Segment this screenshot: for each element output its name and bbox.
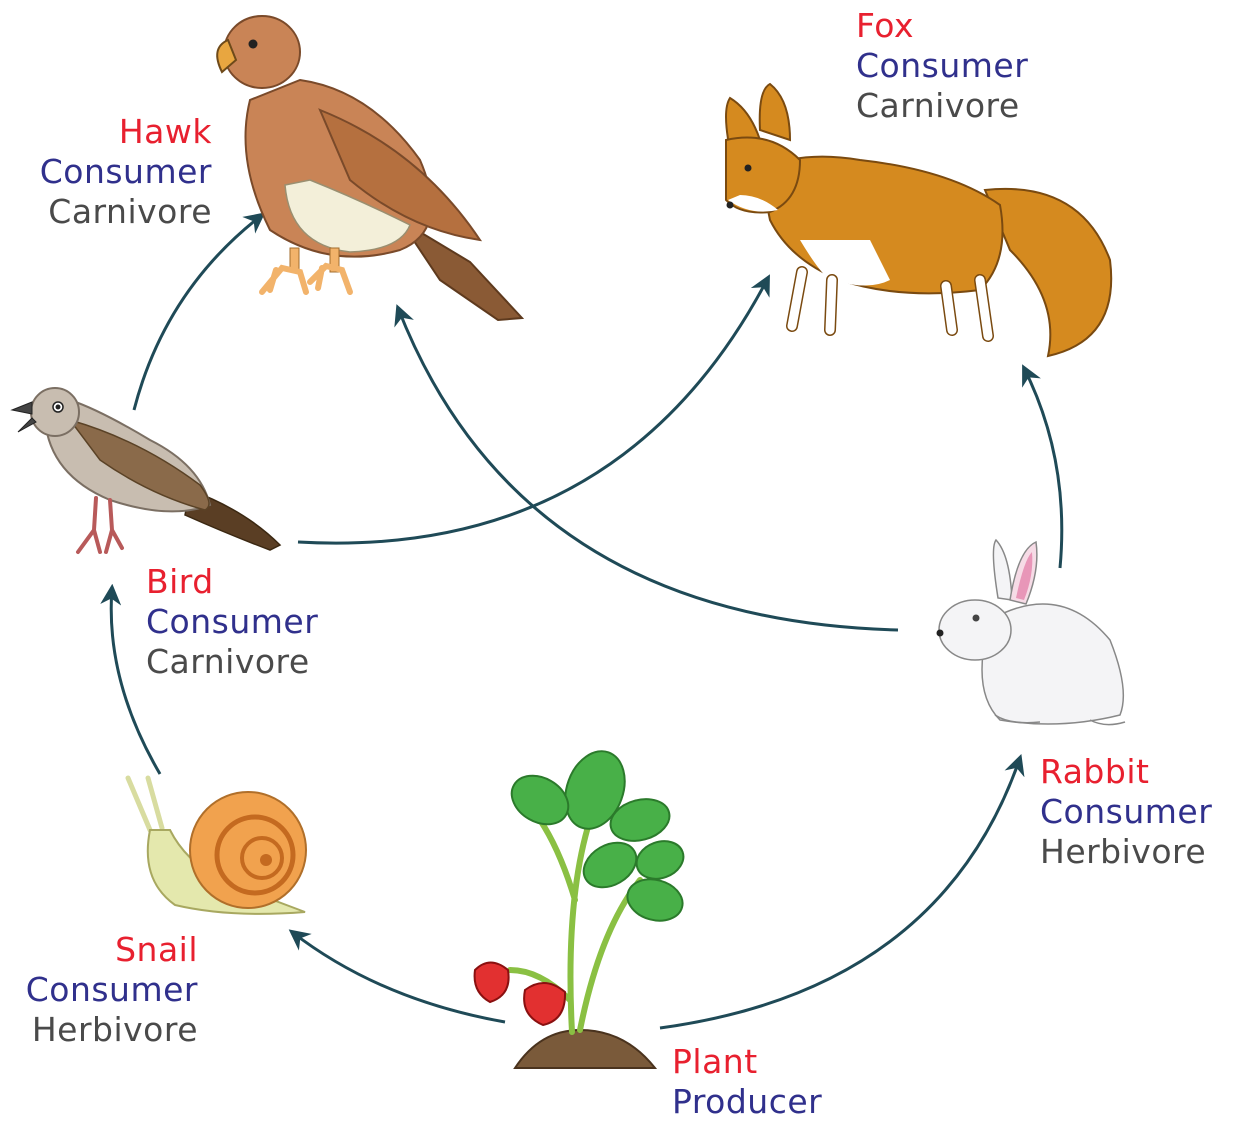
snail-icon [128,778,306,914]
arrow-rabbit-to-fox [1024,368,1062,568]
hawk-name: Hawk [26,112,212,152]
bird-diet: Carnivore [146,642,318,682]
plant-role: Producer [672,1082,822,1122]
fox-name: Fox [856,6,1028,46]
hawk-diet: Carnivore [26,192,212,232]
bird-icon [12,388,280,552]
arrow-rabbit-to-hawk [398,308,898,630]
arrow-bird-to-hawk [134,215,262,410]
fox-label: Fox Consumer Carnivore [856,6,1028,126]
snail-name: Snail [12,930,198,970]
snail-label: Snail Consumer Herbivore [12,930,198,1050]
plant-name: Plant [672,1042,822,1082]
rabbit-name: Rabbit [1040,752,1212,792]
fox-diet: Carnivore [856,86,1028,126]
rabbit-icon [937,540,1126,725]
hawk-role: Consumer [26,152,212,192]
rabbit-diet: Herbivore [1040,832,1212,872]
snail-role: Consumer [12,970,198,1010]
bird-name: Bird [146,562,318,602]
arrow-bird-to-fox [298,278,768,543]
strawberry-plant-icon [475,743,689,1068]
arrow-plant-to-snail [292,932,505,1022]
arrow-plant-to-rabbit [660,758,1020,1028]
hawk-label: Hawk Consumer Carnivore [26,112,212,232]
fox-role: Consumer [856,46,1028,86]
snail-diet: Herbivore [12,1010,198,1050]
bird-role: Consumer [146,602,318,642]
rabbit-label: Rabbit Consumer Herbivore [1040,752,1212,872]
plant-label: Plant Producer [672,1042,822,1122]
rabbit-role: Consumer [1040,792,1212,832]
hawk-icon [217,16,522,320]
bird-label: Bird Consumer Carnivore [146,562,318,682]
